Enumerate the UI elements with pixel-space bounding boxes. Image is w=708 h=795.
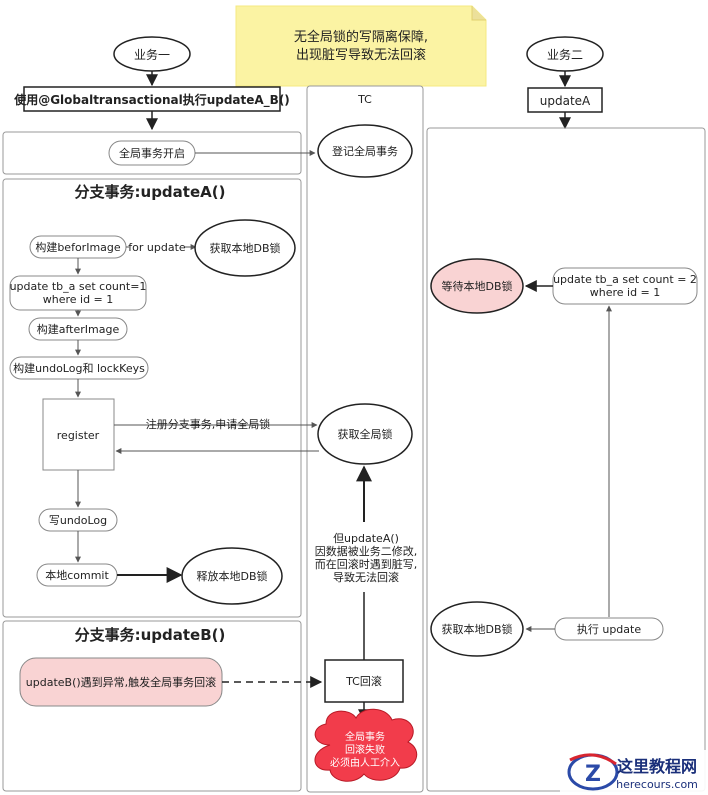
fail-cloud-line1: 全局事务: [345, 730, 385, 743]
branchA-panel: [2, 178, 302, 618]
tc-rollback-node: [324, 659, 404, 703]
fail-cloud: [314, 708, 418, 782]
note-line2: 出现脏写导致无法回滚: [296, 47, 426, 63]
for-update-label: for update: [128, 241, 186, 254]
wait-local-lock-node: [430, 258, 524, 314]
biz2-panel: [426, 127, 706, 792]
update-sql-2-line1: update tb_a set count = 2: [553, 273, 697, 286]
build-after-image-label: 构建afterImage: [37, 322, 120, 336]
get-local-lock-node: [194, 219, 296, 277]
update-sql-1-line1: update tb_a set count=1: [10, 280, 147, 293]
tc-lane: [306, 85, 424, 793]
exec-update-label: 执行 update: [577, 622, 641, 636]
register-branch-label: 注册分支事务,申请全局锁: [146, 417, 271, 431]
update-sql-2-line2: where id = 1: [590, 286, 661, 299]
release-local-lock-label: 释放本地DB锁: [196, 569, 267, 583]
register-global-node: [317, 124, 413, 178]
global-tx-box: [23, 86, 281, 112]
for-update-bg: [129, 240, 185, 254]
release-local-lock-node: [181, 547, 283, 605]
rollback-note-line4: 导致无法回滚: [333, 570, 399, 584]
write-undo-log-label: 写undoLog: [49, 514, 107, 527]
rollback-note-line3: 而在回滚时遇到脏写,: [315, 557, 418, 571]
tc-rollback-label: TC回滚: [345, 674, 382, 688]
global-tx-label: 使用@Globaltransactional执行updateA_B(): [13, 92, 290, 108]
get-global-lock-node: [317, 403, 413, 465]
update-sql-1-line2: where id = 1: [43, 293, 114, 306]
updateA-label: updateA: [540, 94, 591, 108]
logo-letter: Z: [585, 762, 601, 787]
register-global-label: 登记全局事务: [332, 144, 398, 158]
wait-local-lock-label: 等待本地DB锁: [441, 279, 512, 293]
get-local-lock-2-label: 获取本地DB锁: [441, 622, 512, 636]
build-undo-log-node: [9, 356, 149, 380]
get-local-lock-2-node: [430, 601, 524, 657]
register-node: [42, 398, 115, 471]
watermark: Z 这里教程网 herecours.com: [560, 750, 706, 794]
build-before-image-label: 构建beforImage: [35, 240, 121, 254]
watermark-url: herecours.com: [616, 778, 698, 791]
note: 无全局锁的写隔离保障, 出现脏写导致无法回滚: [235, 5, 487, 87]
exception-label: updateB()遇到异常,触发全局事务回滚: [26, 675, 216, 689]
branchA-title: 分支事务:updateA(): [75, 183, 226, 201]
rollback-note-line1: 但updateA(): [333, 532, 399, 545]
branchB-title: 分支事务:updateB(): [75, 626, 226, 644]
note-line1: 无全局锁的写隔离保障,: [294, 29, 428, 45]
watermark-title: 这里教程网: [617, 757, 697, 776]
local-commit-label: 本地commit: [45, 568, 109, 582]
register-label: register: [57, 429, 100, 442]
build-undo-log-label: 构建undoLog和 lockKeys: [13, 361, 145, 375]
tc-label: TC: [357, 93, 372, 106]
get-global-lock-label: 获取全局锁: [338, 427, 393, 441]
rollback-note-line2: 因数据被业务二修改,: [315, 544, 418, 558]
biz2-label: 业务二: [547, 47, 583, 62]
branchB-panel: [2, 620, 302, 792]
logo-swoosh-icon: [569, 753, 617, 766]
get-local-lock-label: 获取本地DB锁: [209, 241, 280, 255]
fail-cloud-line3: 必须由人工介入: [330, 756, 400, 769]
biz1-label: 业务一: [134, 47, 170, 62]
global-start-label: 全局事务开启: [119, 146, 185, 160]
fail-cloud-line2: 回滚失败: [345, 743, 385, 756]
